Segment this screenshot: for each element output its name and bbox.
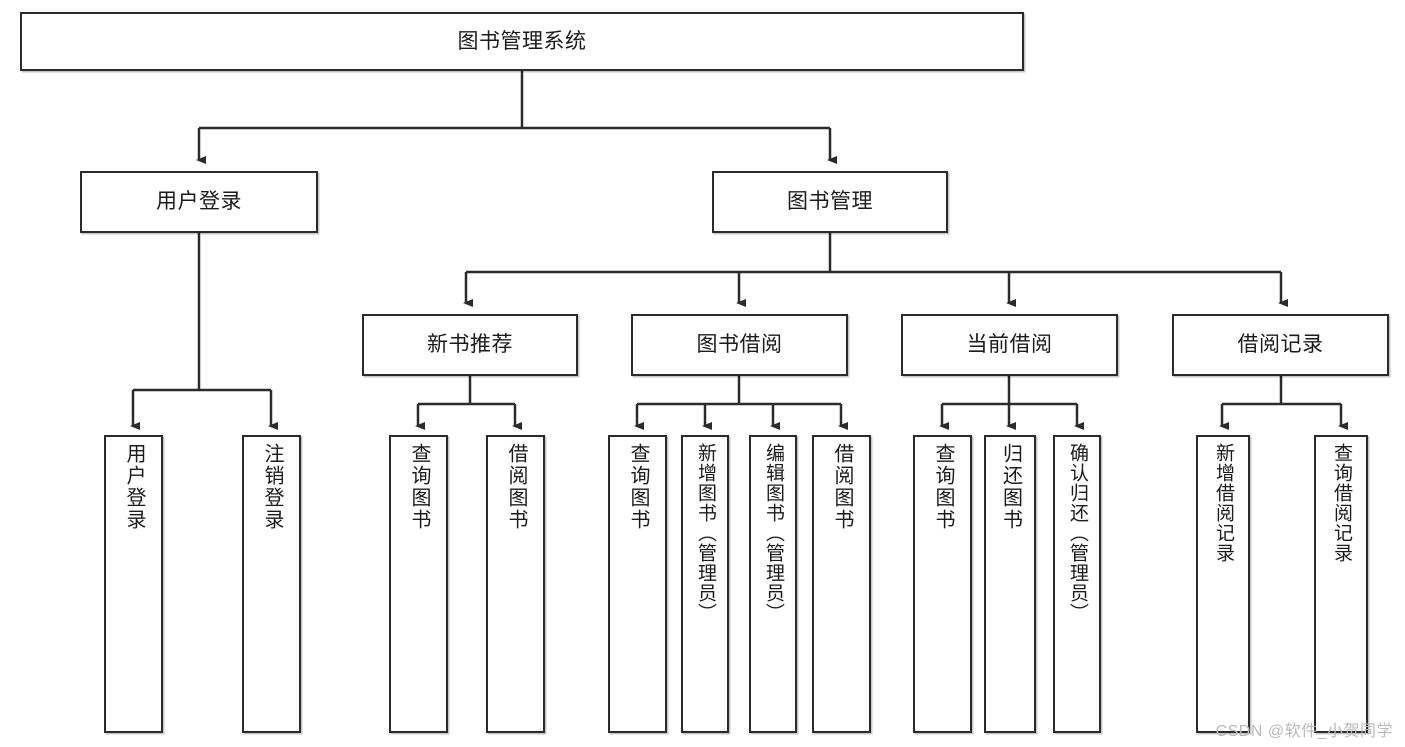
node-leaf-borrow-book-2-label: 借阅图书 bbox=[831, 443, 853, 531]
node-new-book-recommend[interactable]: 新书推荐 bbox=[362, 314, 578, 376]
node-leaf-confirm-return-label: 确认归还（管理员） bbox=[1066, 443, 1088, 623]
node-leaf-edit-book[interactable]: 编辑图书（管理员） bbox=[749, 435, 797, 733]
node-borrow-record-label: 借阅记录 bbox=[1237, 333, 1324, 357]
node-leaf-borrow-book-2[interactable]: 借阅图书 bbox=[812, 435, 871, 733]
node-leaf-add-book[interactable]: 新增图书（管理员） bbox=[681, 435, 729, 733]
node-current-borrow-label: 当前借阅 bbox=[966, 333, 1053, 357]
node-leaf-add-record[interactable]: 新增借阅记录 bbox=[1196, 435, 1250, 733]
node-current-borrow[interactable]: 当前借阅 bbox=[901, 314, 1118, 376]
node-leaf-user-login-label: 用户登录 bbox=[123, 443, 145, 531]
node-leaf-confirm-return[interactable]: 确认归还（管理员） bbox=[1053, 435, 1101, 733]
node-leaf-query-record[interactable]: 查询借阅记录 bbox=[1314, 435, 1368, 733]
node-leaf-user-login[interactable]: 用户登录 bbox=[104, 435, 163, 733]
node-leaf-logout-login[interactable]: 注销登录 bbox=[242, 435, 301, 733]
node-leaf-borrow-book-1-label: 借阅图书 bbox=[505, 443, 527, 531]
node-leaf-query-book-3-label: 查询图书 bbox=[932, 443, 954, 531]
watermark-text: CSDN @软件_小贺同学 bbox=[1215, 723, 1393, 740]
node-book-management-label: 图书管理 bbox=[787, 190, 873, 214]
node-book-borrow[interactable]: 图书借阅 bbox=[631, 314, 848, 376]
node-leaf-borrow-book-1[interactable]: 借阅图书 bbox=[486, 435, 545, 733]
node-leaf-add-book-label: 新增图书（管理员） bbox=[694, 443, 716, 623]
node-new-book-recommend-label: 新书推荐 bbox=[427, 333, 513, 357]
node-leaf-query-book-2[interactable]: 查询图书 bbox=[608, 435, 667, 733]
node-leaf-edit-book-label: 编辑图书（管理员） bbox=[762, 443, 784, 623]
node-leaf-return-book[interactable]: 归还图书 bbox=[984, 435, 1036, 733]
node-leaf-return-book-label: 归还图书 bbox=[999, 443, 1022, 531]
node-leaf-query-book-1-label: 查询图书 bbox=[408, 443, 430, 531]
node-user-login[interactable]: 用户登录 bbox=[80, 171, 318, 233]
node-borrow-record[interactable]: 借阅记录 bbox=[1172, 314, 1389, 376]
node-book-borrow-label: 图书借阅 bbox=[696, 333, 783, 357]
node-leaf-query-book-3[interactable]: 查询图书 bbox=[913, 435, 972, 733]
node-book-management[interactable]: 图书管理 bbox=[712, 171, 948, 233]
node-leaf-logout-login-label: 注销登录 bbox=[261, 443, 283, 531]
node-root-label: 图书管理系统 bbox=[457, 29, 587, 53]
node-root[interactable]: 图书管理系统 bbox=[20, 12, 1024, 71]
node-leaf-query-book-1[interactable]: 查询图书 bbox=[389, 435, 448, 733]
node-user-login-label: 用户登录 bbox=[156, 190, 242, 214]
node-leaf-query-record-label: 查询借阅记录 bbox=[1330, 443, 1352, 563]
node-leaf-add-record-label: 新增借阅记录 bbox=[1212, 443, 1234, 563]
node-leaf-query-book-2-label: 查询图书 bbox=[627, 443, 649, 531]
